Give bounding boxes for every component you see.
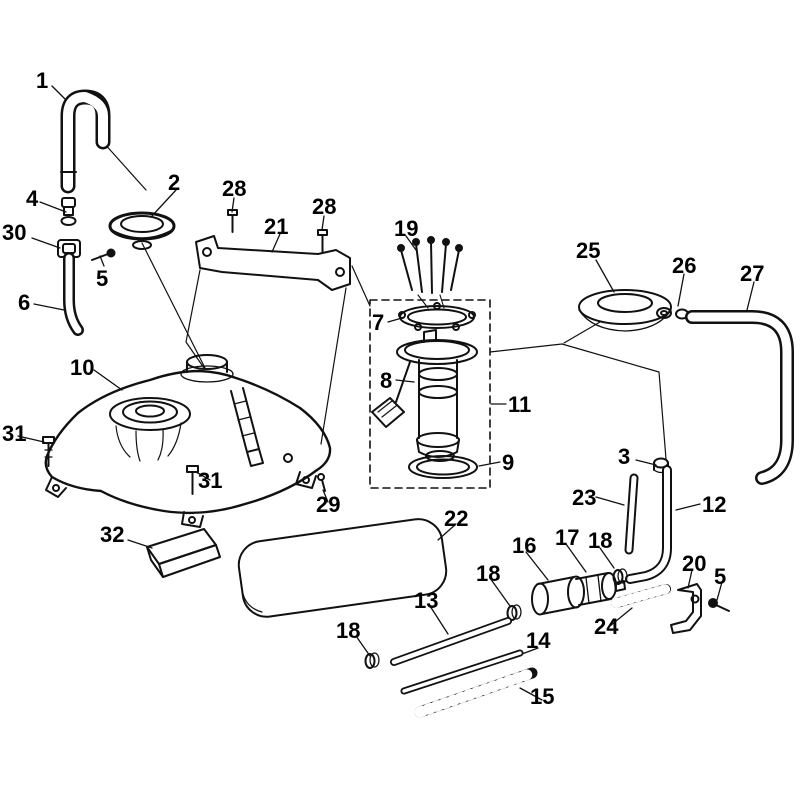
- part-label-23: 23: [572, 485, 597, 510]
- part-5-screw-b: [708, 598, 730, 612]
- part-label-8: 8: [380, 368, 393, 393]
- part-label-32: 32: [100, 522, 125, 547]
- part-label-28a: 28: [222, 176, 247, 201]
- part-label-20: 20: [682, 551, 707, 576]
- part-label-2: 2: [168, 170, 181, 195]
- part-label-17: 17: [555, 525, 580, 550]
- part-label-3: 3: [618, 444, 631, 469]
- leader-lines: [17, 85, 755, 701]
- part-5-screw-a: [91, 248, 116, 261]
- part-label-10: 10: [70, 355, 95, 380]
- part-20-bracket: [670, 583, 702, 634]
- part-10-fuel-tank: [44, 354, 332, 528]
- part-8-fuel-pump: [371, 329, 478, 462]
- part-label-31b: 31: [198, 468, 223, 493]
- part-18-clamp-c: [364, 652, 380, 669]
- part-label-18c: 18: [336, 618, 361, 643]
- part-26-washers: [656, 307, 689, 320]
- part-label-4: 4: [26, 186, 39, 211]
- part-6-tube: [63, 252, 84, 336]
- part-9-ring: [408, 455, 478, 479]
- part-2-fuel-cap: [108, 211, 176, 250]
- part-12-tube: [625, 465, 672, 584]
- part-label-16: 16: [512, 533, 537, 558]
- part-label-11: 11: [508, 392, 532, 417]
- part-31-screw-b: [186, 465, 199, 495]
- part-21-bracket: [195, 235, 351, 291]
- part-label-28b: 28: [312, 194, 337, 219]
- part-22-plate: [237, 518, 448, 618]
- part-28-screw-b: [317, 229, 328, 253]
- part-23-tube: [624, 473, 639, 555]
- part-25-seal: [578, 289, 672, 332]
- part-label-24: 24: [594, 614, 619, 639]
- part-label-19: 19: [394, 216, 419, 241]
- part-label-21: 21: [264, 214, 289, 239]
- part-28-screw-a: [227, 209, 238, 233]
- part-label-25: 25: [576, 238, 601, 263]
- part-16-filter-cup: [531, 575, 585, 616]
- part-24-hose: [611, 584, 671, 608]
- part-label-22: 22: [444, 506, 469, 531]
- part-29-pin: [317, 473, 326, 492]
- part-label-5a: 5: [96, 266, 109, 291]
- part-14-tube: [400, 649, 524, 695]
- part-32-pad: [146, 528, 221, 578]
- part-label-1: 1: [36, 68, 49, 93]
- part-label-6: 6: [18, 290, 31, 315]
- part-label-13: 13: [414, 588, 439, 613]
- assembly-lines: [102, 141, 667, 460]
- part-label-5b: 5: [714, 564, 727, 589]
- part-label-27: 27: [740, 261, 765, 286]
- pump-module-dashed-box: [369, 299, 491, 489]
- part-label-29: 29: [316, 492, 341, 517]
- part-label-18b: 18: [476, 561, 501, 586]
- part-label-26: 26: [672, 253, 697, 278]
- part-13-tube: [390, 617, 512, 666]
- part-label-31a: 31: [2, 421, 27, 446]
- part-31-screw-a: [42, 436, 55, 467]
- part-1-filler-neck: [60, 89, 111, 194]
- part-label-7: 7: [372, 310, 385, 335]
- part-7-ring: [398, 302, 476, 331]
- part-label-30: 30: [2, 220, 27, 245]
- part-label-14: 14: [526, 628, 551, 653]
- part-label-9: 9: [502, 450, 515, 475]
- part-27-tube: [685, 310, 794, 485]
- part-label-15: 15: [530, 684, 555, 709]
- part-19-screws: [397, 236, 463, 309]
- part-4-joint: [60, 197, 77, 226]
- part-15-hose: [414, 667, 538, 718]
- part-18-clamp-b: [506, 604, 522, 621]
- part-18-clamp-a: [612, 568, 628, 585]
- part-label-12: 12: [702, 492, 727, 517]
- part-label-18a: 18: [588, 528, 613, 553]
